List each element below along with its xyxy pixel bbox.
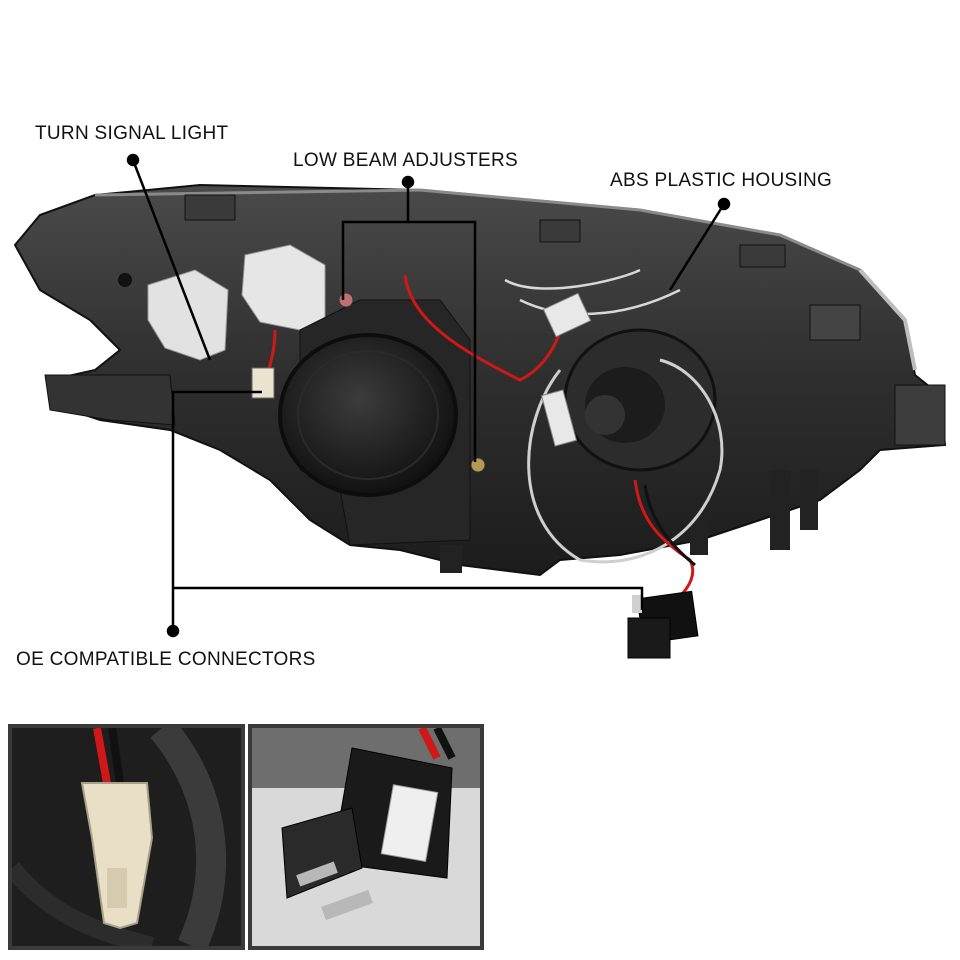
turn-signal-caps xyxy=(118,244,326,361)
oe-connector-photo xyxy=(252,728,480,946)
inset-turn-signal-bulb xyxy=(8,724,245,950)
callout-turn-signal-light: TURN SIGNAL LIGHT xyxy=(35,123,229,144)
low-beam-projector xyxy=(278,292,486,546)
callout-lines xyxy=(126,153,731,638)
callout-oe-compatible-connectors: OE COMPATIBLE CONNECTORS xyxy=(16,649,316,670)
bulb-connector-photo xyxy=(12,728,241,946)
callout-abs-plastic-housing: ABS PLASTIC HOUSING xyxy=(610,170,833,191)
oe-connector xyxy=(627,590,699,659)
inset-oe-connector xyxy=(248,724,484,950)
turn-signal-connector xyxy=(251,367,275,399)
headlight-housing xyxy=(13,183,947,577)
callout-low-beam-adjusters: LOW BEAM ADJUSTERS xyxy=(293,150,518,171)
high-beam-socket xyxy=(563,328,717,472)
